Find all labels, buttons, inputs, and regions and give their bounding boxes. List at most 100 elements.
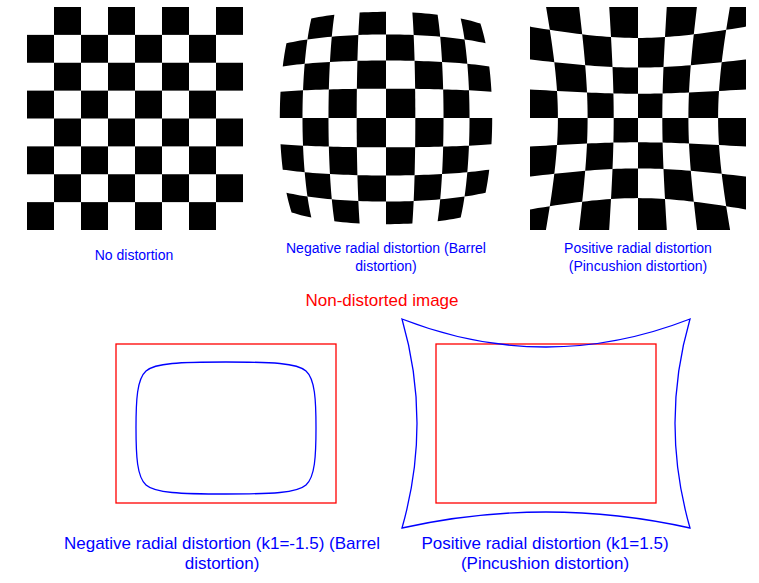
checker-square bbox=[286, 193, 311, 218]
checker-square bbox=[54, 119, 81, 147]
checker-square bbox=[530, 145, 557, 178]
checker-square bbox=[162, 174, 189, 202]
checker-square bbox=[386, 89, 415, 118]
checker-square bbox=[415, 118, 443, 147]
checker-square bbox=[530, 206, 550, 230]
pincushion-checkerboard bbox=[530, 7, 746, 230]
checker-square bbox=[54, 7, 81, 35]
checker-square bbox=[440, 37, 467, 64]
checkerboard bbox=[27, 7, 243, 230]
checker-square bbox=[280, 90, 303, 118]
checker-square bbox=[27, 202, 54, 230]
checker-square bbox=[719, 58, 746, 91]
checker-square bbox=[27, 35, 54, 63]
checker-square bbox=[613, 67, 639, 94]
checker-square bbox=[585, 143, 613, 171]
checker-square bbox=[465, 170, 490, 197]
checker-square bbox=[108, 174, 135, 202]
checker-square bbox=[664, 169, 694, 202]
checker-square bbox=[557, 118, 588, 145]
checker-square bbox=[688, 91, 719, 118]
caption: Positive radial distortion (Pincushion d… bbox=[538, 239, 738, 275]
checker-square bbox=[189, 146, 216, 174]
caption: Negative radial distortion (Barrel disto… bbox=[286, 239, 486, 275]
checker-square bbox=[54, 63, 81, 91]
checker-square bbox=[281, 144, 305, 172]
checker-square bbox=[162, 63, 189, 91]
checker-square bbox=[415, 61, 444, 90]
checker-square bbox=[357, 175, 386, 201]
checker-square bbox=[469, 118, 492, 146]
checker-square bbox=[81, 202, 108, 230]
checker-square bbox=[467, 64, 491, 92]
barrel-curve bbox=[136, 362, 316, 494]
checker-square bbox=[442, 146, 469, 174]
checker-square bbox=[412, 13, 440, 37]
checker-square bbox=[329, 147, 358, 176]
checker-square bbox=[135, 146, 162, 174]
checker-square bbox=[530, 89, 558, 118]
checker-square bbox=[108, 63, 135, 91]
checker-square bbox=[611, 168, 638, 199]
checker-square bbox=[216, 63, 243, 91]
checker-square bbox=[638, 37, 665, 68]
checker-square bbox=[638, 142, 664, 169]
caption: Positive radial distortion (k1=1.5) (Pin… bbox=[380, 534, 710, 574]
checker-square bbox=[189, 91, 216, 119]
pincushion-curve bbox=[402, 319, 690, 528]
checker-square bbox=[27, 91, 54, 119]
checker-square bbox=[162, 7, 189, 35]
checker-square bbox=[189, 35, 216, 63]
checker-square bbox=[135, 91, 162, 119]
checker-square bbox=[530, 24, 554, 63]
checker-square bbox=[691, 30, 726, 65]
checker-square bbox=[438, 197, 465, 222]
checker-square bbox=[554, 62, 587, 92]
barrel-checkerboard bbox=[280, 12, 492, 224]
checker-square bbox=[216, 119, 243, 147]
checker-square bbox=[330, 35, 358, 62]
checker-square bbox=[443, 89, 469, 118]
checker-square bbox=[609, 7, 638, 38]
checker-square bbox=[216, 7, 243, 35]
checker-square bbox=[302, 118, 328, 147]
checker-square bbox=[613, 118, 638, 143]
checker-square bbox=[307, 15, 334, 40]
checker-square bbox=[162, 119, 189, 147]
checker-square bbox=[694, 202, 733, 230]
checker-square bbox=[328, 89, 356, 118]
checker-square bbox=[358, 12, 386, 35]
checker-square bbox=[582, 34, 612, 67]
checker-square bbox=[283, 39, 308, 66]
checker-square bbox=[663, 65, 691, 93]
checker-square bbox=[303, 62, 330, 90]
checker-square bbox=[332, 199, 360, 223]
checker-square bbox=[305, 172, 332, 199]
checker-square bbox=[718, 118, 746, 147]
checker-square bbox=[665, 7, 698, 37]
undistorted-rect bbox=[436, 344, 656, 503]
checker-square bbox=[81, 146, 108, 174]
checker-square bbox=[638, 198, 667, 230]
undistorted-rect bbox=[116, 344, 336, 503]
checker-square bbox=[27, 146, 54, 174]
checker-square bbox=[689, 144, 722, 174]
caption: No distortion bbox=[34, 246, 234, 264]
checker-square bbox=[386, 201, 414, 224]
checker-square bbox=[578, 199, 611, 230]
section-heading: Non-distorted image bbox=[232, 291, 532, 311]
checker-square bbox=[386, 147, 415, 175]
checker-square bbox=[189, 202, 216, 230]
checker-square bbox=[726, 7, 746, 30]
checker-square bbox=[135, 35, 162, 63]
checker-square bbox=[54, 174, 81, 202]
checker-square bbox=[414, 174, 442, 201]
checker-square bbox=[81, 91, 108, 119]
checker-square bbox=[108, 7, 135, 35]
checker-square bbox=[662, 118, 689, 144]
checker-square bbox=[135, 202, 162, 230]
caption: Negative radial distortion (k1=-1.5) (Ba… bbox=[57, 534, 387, 574]
checker-square bbox=[357, 60, 386, 88]
checker-square bbox=[386, 34, 415, 60]
